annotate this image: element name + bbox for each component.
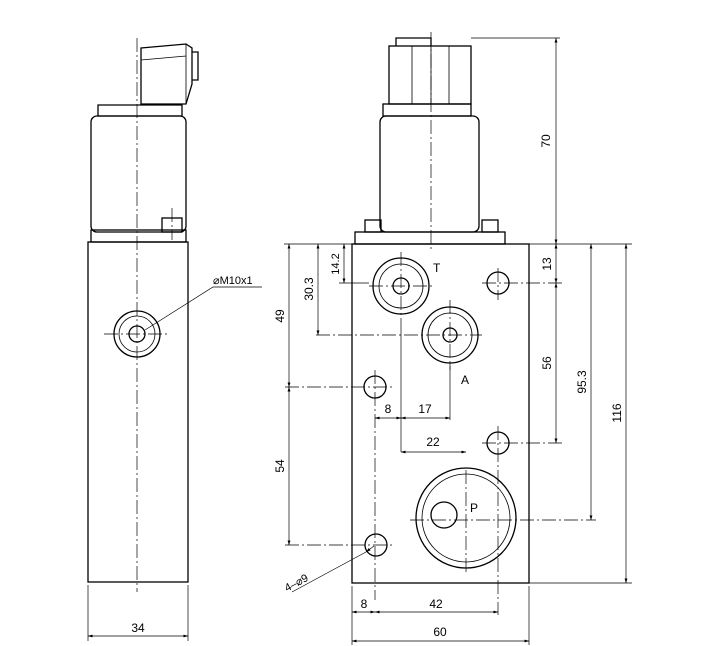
side-connector-tab	[192, 51, 199, 81]
front-screw-right	[481, 219, 499, 233]
dim-60-label: 60	[433, 625, 447, 639]
holes-label: 4–⌀9	[283, 572, 311, 594]
side-connector-detail	[140, 44, 187, 104]
front-connector-tab	[395, 37, 432, 46]
front-connector-ribs	[411, 46, 450, 104]
dim-42-label: 42	[429, 597, 443, 611]
side-connector	[140, 43, 193, 105]
thread-label: ⌀M10x1	[213, 275, 253, 287]
holes-leader	[291, 551, 367, 593]
dim-14-2-label: 14.2	[330, 253, 342, 274]
front-coil	[379, 115, 480, 233]
dim-116-label: 116	[610, 403, 624, 422]
dim-30-3-label: 30.3	[302, 277, 316, 301]
dim-17-label: 17	[418, 402, 432, 416]
port-p-label: P	[470, 501, 478, 515]
dim-8b-label: 8	[361, 597, 368, 611]
dim-8a-label: 8	[385, 402, 392, 416]
front-coil-cap	[382, 103, 472, 117]
holes-leader-arrow	[365, 545, 375, 553]
thread-leader	[144, 286, 262, 331]
side-view: ⌀M10x1 34	[87, 38, 262, 641]
dim-56-label: 56	[540, 356, 554, 370]
port-t-label: T	[433, 261, 441, 275]
side-coil	[90, 115, 187, 233]
side-body	[87, 241, 189, 583]
front-view: T A P	[273, 32, 632, 645]
dim-22-label: 22	[426, 435, 440, 449]
front-screw-left	[364, 219, 382, 233]
dim-70-label: 70	[539, 134, 553, 148]
port-a-label: A	[461, 373, 469, 387]
side-coil-cap	[97, 104, 183, 117]
front-coil-base	[354, 231, 506, 245]
front-connector	[388, 45, 472, 105]
dim-95-3-label: 95.3	[575, 370, 589, 394]
front-body	[351, 243, 530, 584]
dim-54-label: 54	[273, 459, 287, 473]
dim-34-label: 34	[131, 621, 145, 635]
dim-13-label: 13	[540, 257, 554, 271]
port-p-inner	[430, 501, 458, 529]
dim-49-label: 49	[273, 309, 287, 323]
